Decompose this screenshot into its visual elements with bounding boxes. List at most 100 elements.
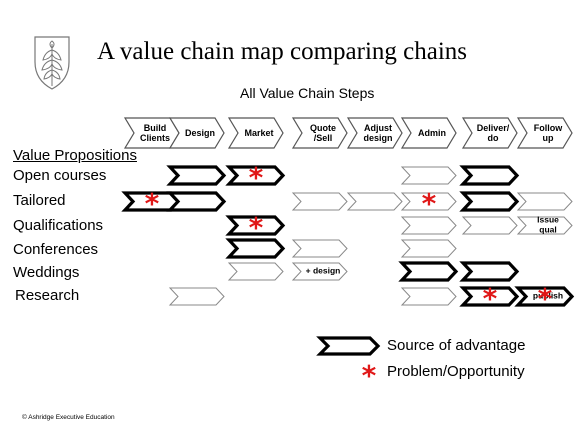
step-label: Clients: [140, 133, 170, 143]
step-header: Design: [168, 117, 225, 149]
step-header: Market: [227, 117, 284, 149]
cell-label: Issue: [537, 215, 559, 225]
advantage-chevron: [459, 286, 520, 307]
row-label-weddings: Weddings: [13, 264, 80, 281]
legend-advantage-chevron: [316, 336, 381, 356]
chain-cell: [291, 239, 348, 258]
step-label: Quote: [310, 123, 336, 133]
chain-cell: [346, 192, 403, 211]
chain-cell: publish*: [514, 282, 575, 315]
chain-cell: [291, 192, 348, 211]
step-label: /Sell: [314, 133, 333, 143]
problem-star-icon: *: [422, 187, 437, 220]
step-header: Admin: [400, 117, 457, 149]
step-chevron: [400, 166, 457, 185]
chain-cell: [459, 261, 520, 282]
step-chevron: [461, 216, 518, 235]
advantage-chevron: [459, 165, 520, 186]
legend-star-icon: *: [362, 359, 377, 392]
step-label: Design: [185, 128, 215, 138]
advantage-chevron: [225, 215, 286, 236]
step-chevron: [400, 216, 457, 235]
step-label: Admin: [418, 128, 446, 138]
value-propositions-heading: Value Propositions: [13, 147, 137, 164]
chain-cell: [168, 287, 225, 306]
row-label-tailored: Tailored: [13, 192, 66, 209]
problem-star-icon: *: [249, 161, 264, 194]
step-chevron: [461, 117, 518, 149]
step-chevron: [400, 287, 457, 306]
page-title: A value chain map comparing chains: [97, 38, 468, 65]
step-chevron: [227, 262, 284, 281]
step-label: up: [543, 133, 554, 143]
step-header: Deliver/do: [461, 117, 518, 149]
chain-cell: [459, 191, 520, 212]
problem-star-icon: *: [249, 211, 264, 244]
chain-cell: [400, 166, 457, 185]
step-chevron: [168, 287, 225, 306]
chain-cell: *: [400, 187, 457, 220]
legend-advantage-label: Source of advantage: [387, 337, 526, 354]
cell-label: publish: [533, 291, 563, 301]
step-chevron: [400, 239, 457, 258]
chain-cell: [461, 216, 518, 235]
row-label-qualifications: Qualifications: [13, 217, 104, 234]
advantage-chevron: [225, 165, 286, 186]
advantage-chevron: [514, 286, 575, 307]
ashridge-logo: [34, 36, 70, 90]
step-chevron: [291, 262, 348, 281]
chain-cell: [400, 287, 457, 306]
advantage-chevron: [459, 261, 520, 282]
step-label: Adjust: [364, 123, 392, 133]
problem-star-icon: *: [145, 187, 160, 220]
step-chevron: [291, 192, 348, 211]
chain-cell: [516, 192, 573, 211]
step-chevron: [516, 192, 573, 211]
step-chevron: [291, 117, 348, 149]
advantage-chevron: [459, 191, 520, 212]
row-label-research: Research: [15, 287, 80, 304]
chain-cell: *: [225, 161, 286, 194]
step-chevron: [400, 192, 457, 211]
advantage-chevron: [398, 261, 459, 282]
step-label: Build: [144, 123, 167, 133]
step-label: Market: [244, 128, 273, 138]
step-chevron: [227, 117, 284, 149]
problem-star-icon: *: [538, 282, 553, 315]
step-label: do: [488, 133, 499, 143]
chain-cell: *: [459, 282, 520, 315]
step-chevron: [516, 117, 573, 149]
chain-cell: [166, 191, 227, 212]
copyright-notice: © Ashridge Executive Education: [22, 414, 115, 421]
step-chevron: [291, 239, 348, 258]
cell-label: qual: [539, 225, 556, 235]
step-chevron: [346, 117, 403, 149]
chain-cell: [400, 216, 457, 235]
chain-cell: [227, 262, 284, 281]
step-label: Follow: [534, 123, 563, 133]
advantage-chevron: [225, 238, 286, 259]
step-chevron: [346, 192, 403, 211]
step-label: Deliver/: [477, 123, 510, 133]
advantage-chevron: [166, 191, 227, 212]
advantage-chevron: [166, 165, 227, 186]
chain-cell: [398, 261, 459, 282]
chain-cell: + design: [291, 262, 348, 281]
step-label: design: [363, 133, 392, 143]
chain-cell: *: [225, 211, 286, 244]
step-chevron: [516, 216, 573, 235]
row-label-conferences: Conferences: [13, 241, 99, 258]
chain-cell: [459, 165, 520, 186]
chain-cell: [400, 239, 457, 258]
step-header: Quote/Sell: [291, 117, 348, 149]
chart-subtitle: All Value Chain Steps: [240, 85, 375, 101]
step-chevron: [400, 117, 457, 149]
step-chevron: [168, 117, 225, 149]
problem-star-icon: *: [483, 282, 498, 315]
